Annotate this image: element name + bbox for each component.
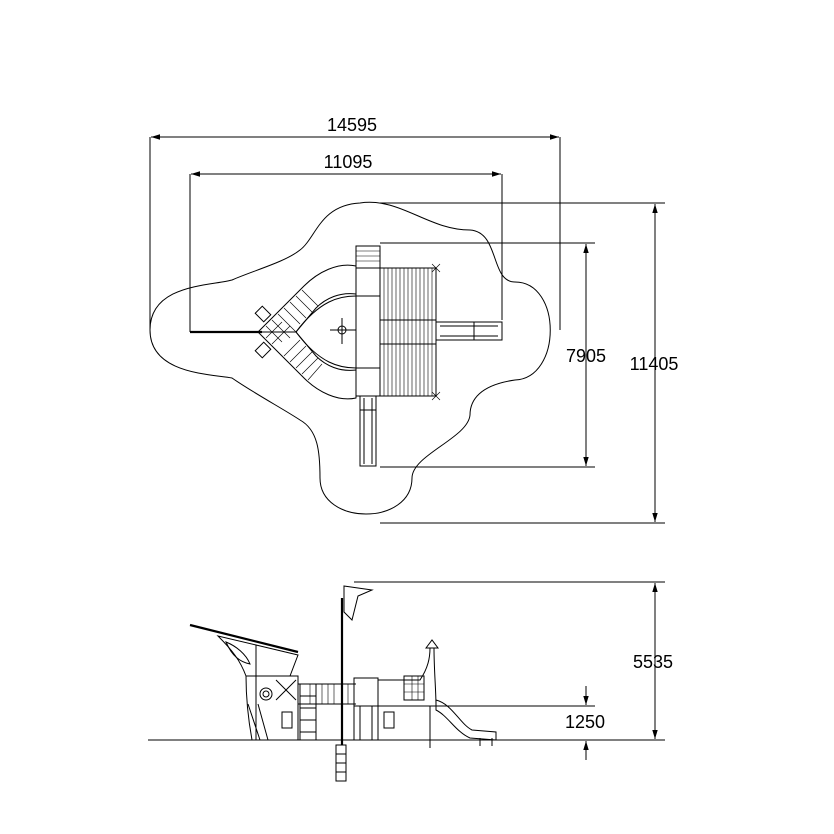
elevation-slide bbox=[435, 699, 497, 746]
safety-zone-outline bbox=[149, 201, 551, 515]
elevation-ship-bow bbox=[377, 639, 439, 748]
elevation-central-tower bbox=[353, 677, 379, 741]
dim-label-platform-height: 1250 bbox=[565, 712, 605, 732]
elevation-mast-flag bbox=[335, 585, 374, 782]
dim-label-structure-depth: 7905 bbox=[566, 346, 606, 366]
elevation-view: 5535 1250 bbox=[148, 581, 673, 782]
elevation-bridge bbox=[298, 683, 356, 705]
plan-main-deck bbox=[355, 263, 441, 401]
plan-slide bbox=[435, 321, 503, 341]
elevation-ladder bbox=[299, 683, 317, 741]
plan-bottom-ladder bbox=[359, 395, 377, 467]
plan-bow-hull bbox=[254, 264, 381, 400]
elevation-stern-roof bbox=[189, 623, 299, 741]
plan-view: 14595 11095 7905 11405 bbox=[149, 115, 679, 524]
plan-top-ladder bbox=[355, 245, 381, 269]
dim-label-structure-width: 11095 bbox=[324, 152, 373, 172]
dim-label-overall-width: 14595 bbox=[327, 115, 377, 135]
dim-label-overall-height: 5535 bbox=[633, 652, 673, 672]
dim-label-overall-depth: 11405 bbox=[630, 354, 679, 374]
